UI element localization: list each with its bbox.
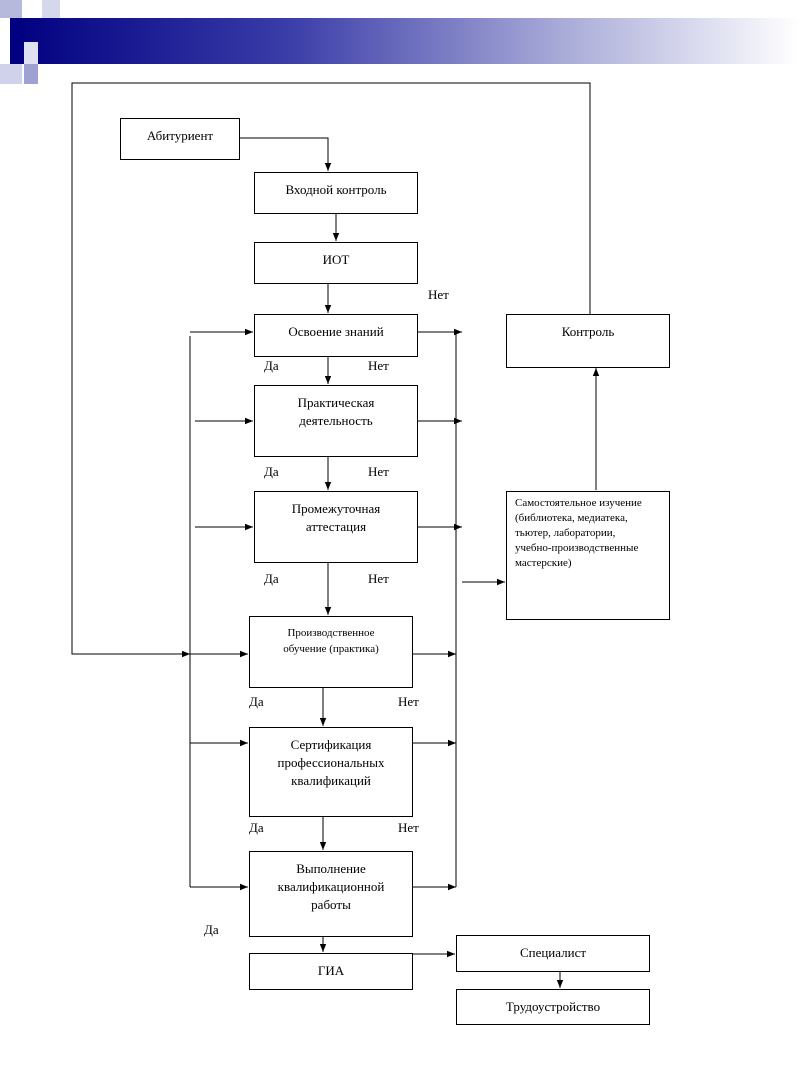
title-banner xyxy=(0,0,800,84)
label-no: Нет xyxy=(398,694,419,709)
box-gia: ГИА xyxy=(249,953,413,990)
box-intermediate-label: Промежуточная аттестация xyxy=(291,501,381,534)
label-yes: Да xyxy=(264,571,279,586)
box-knowledge: Освоение знаний xyxy=(254,314,418,357)
label-yes: Да xyxy=(264,464,279,479)
box-gia-label: ГИА xyxy=(317,963,345,978)
box-qualification-work: Выполнение квалификационной работы xyxy=(249,851,413,937)
box-intermediate: Промежуточная аттестация xyxy=(254,491,418,563)
box-self-study-label: Самостоятельное изучение (библиотека, ме… xyxy=(515,497,642,569)
box-qualification-work-label: Выполнение квалификационной работы xyxy=(277,861,385,912)
box-industrial-label: Производственное обучение (практика) xyxy=(283,627,379,655)
label-no: Нет xyxy=(368,571,389,586)
box-control-label: Контроль xyxy=(561,324,615,339)
label-yes: Да xyxy=(249,694,264,709)
box-certification: Сертификация профессиональных квалификац… xyxy=(249,727,413,817)
box-entry-control: Входной контроль xyxy=(254,172,418,214)
box-self-study: Самостоятельное изучение (библиотека, ме… xyxy=(506,491,670,620)
label-yes: Да xyxy=(204,922,219,937)
box-practice: Практическая деятельность xyxy=(254,385,418,457)
box-specialist-label: Специалист xyxy=(519,945,587,960)
box-certification-label: Сертификация профессиональных квалификац… xyxy=(277,737,385,788)
label-no: Нет xyxy=(428,287,449,302)
box-iot-label: ИОТ xyxy=(322,252,350,267)
box-industrial: Производственное обучение (практика) xyxy=(249,616,413,688)
box-specialist: Специалист xyxy=(456,935,650,972)
box-knowledge-label: Освоение знаний xyxy=(288,324,384,339)
label-no: Нет xyxy=(368,358,389,373)
box-control: Контроль xyxy=(506,314,670,368)
label-yes: Да xyxy=(249,820,264,835)
label-no: Нет xyxy=(398,820,419,835)
label-no: Нет xyxy=(368,464,389,479)
box-abiturient-label: Абитуриент xyxy=(146,128,214,143)
box-abiturient: Абитуриент xyxy=(120,118,240,160)
box-employment: Трудоустройство xyxy=(456,989,650,1025)
box-employment-label: Трудоустройство xyxy=(505,999,601,1014)
box-practice-label: Практическая деятельность xyxy=(297,395,375,428)
box-entry-control-label: Входной контроль xyxy=(285,182,387,197)
label-yes: Да xyxy=(264,358,279,373)
box-iot: ИОТ xyxy=(254,242,418,284)
